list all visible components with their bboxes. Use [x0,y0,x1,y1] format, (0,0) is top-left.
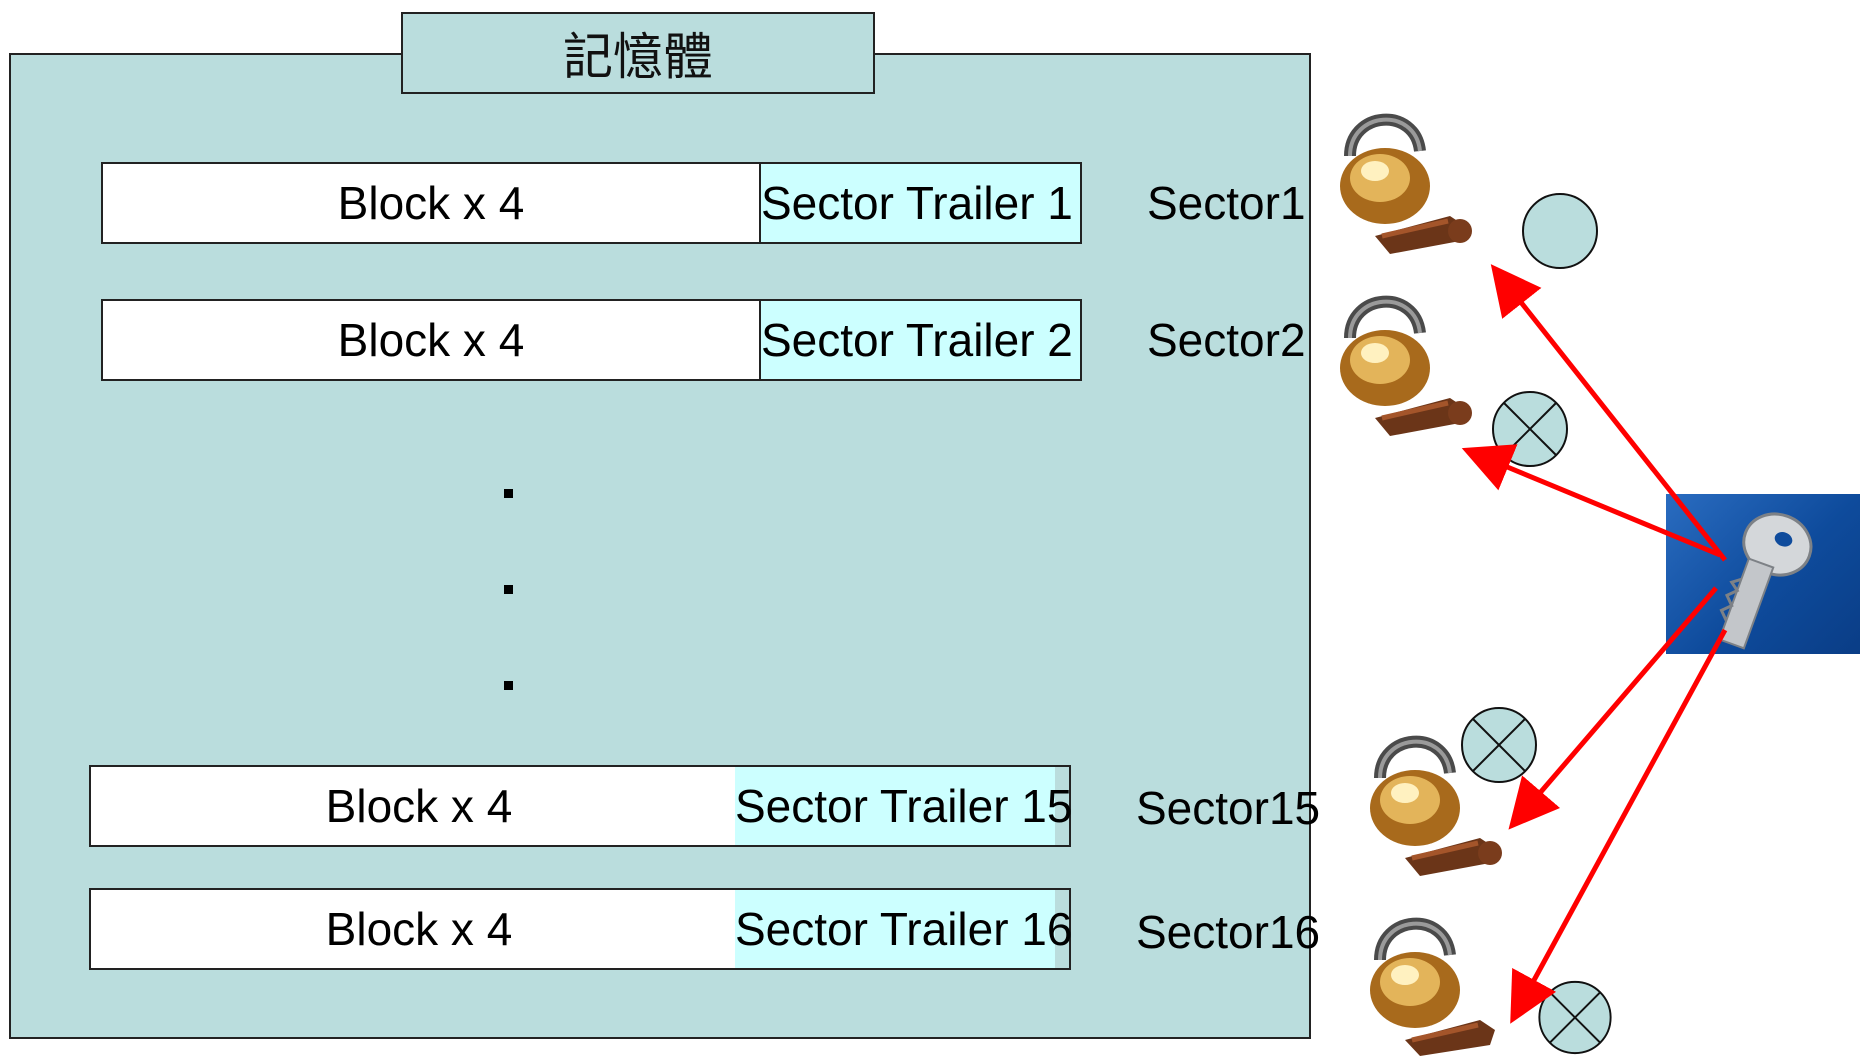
sector-label: Sector1 [1147,177,1306,229]
padlock-with-keys-icon [1370,735,1502,876]
padlock-with-keys-icon [1340,113,1472,254]
sector-trailer-cell: Sector Trailer 2 [761,301,1080,379]
crossed-circle-icon [1461,707,1537,783]
block-cell: Block x 4 [103,164,761,242]
sector-trailer-cell: Sector Trailer 1 [761,164,1080,242]
sector-label: Sector2 [1147,314,1306,366]
sector-row-15: Block x 4 Sector Trailer 15 [89,765,1072,847]
sector-label: Sector15 [1136,782,1321,834]
arrow-to-sector16 [1510,628,1728,1024]
arrow-to-sector2 [1461,444,1721,558]
ellipsis-dot [504,585,513,594]
arrow-to-sector15 [1508,586,1718,830]
crossed-circle-icon [1538,980,1612,1055]
sector-row-2: Block x 4 Sector Trailer 2 [101,299,1082,381]
sector-row-16: Block x 4 Sector Trailer 16 [89,888,1072,970]
padlock-with-keys-icon [1340,295,1472,436]
sector-row-1: Block x 4 Sector Trailer 1 [101,162,1082,244]
sector-trailer-cell: Sector Trailer 16 [735,890,1072,968]
block-cell: Block x 4 [103,301,761,379]
ellipsis-dot [504,489,513,498]
key-card [1666,494,1860,654]
key-icon [1718,512,1813,650]
arrow-to-sector1 [1490,264,1727,562]
padlock-with-keys-icon [1370,917,1495,1056]
circle-icon [1522,193,1598,269]
block-cell: Block x 4 [91,890,749,968]
memory-title: 記憶體 [401,12,875,94]
ellipsis-dot [504,681,513,690]
sector-trailer-cell: Sector Trailer 15 [735,767,1072,845]
sector-label: Sector16 [1136,906,1321,958]
